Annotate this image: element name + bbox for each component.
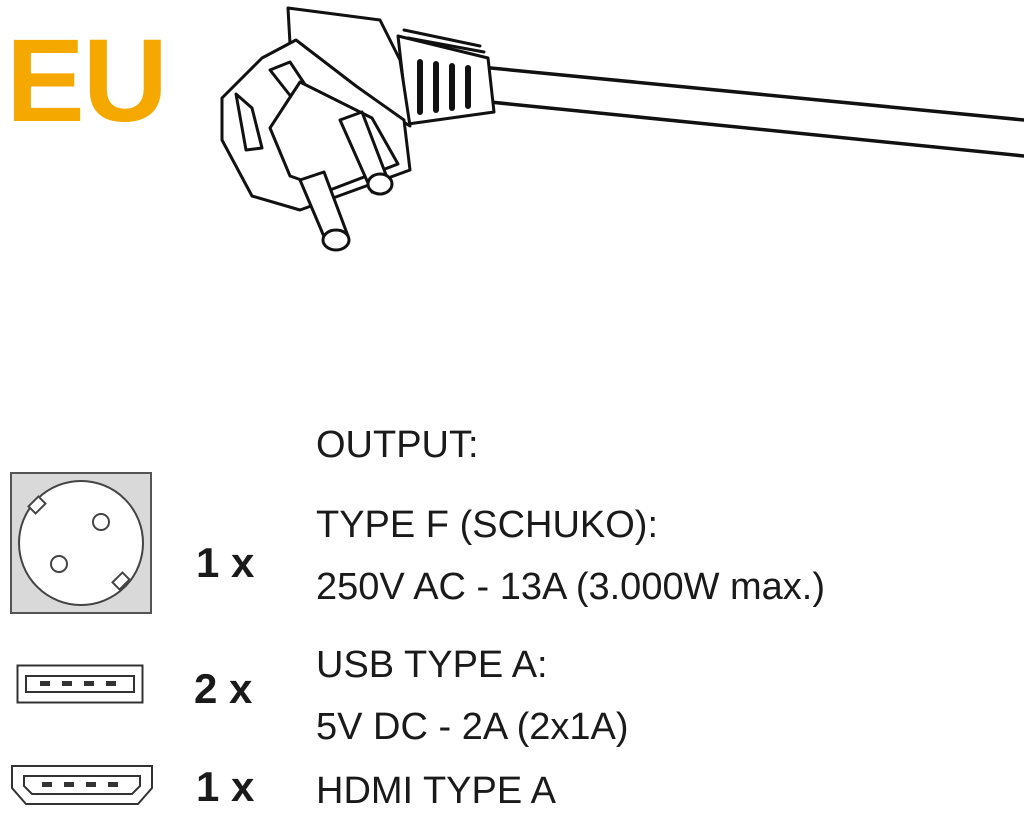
- schuko-socket-icon: [10, 472, 152, 614]
- output-heading: OUTPUT:: [316, 424, 479, 466]
- usb-rating: 5V DC - 2A (2x1A): [316, 706, 629, 748]
- hdmi-spec: HDMI TYPE A: [316, 760, 556, 822]
- region-label: EU: [6, 15, 168, 147]
- schuko-rating: 250V AC - 13A (3.000W max.): [316, 566, 826, 608]
- hdmi-name: HDMI TYPE A: [316, 770, 557, 812]
- schuko-spec: TYPE F (SCHUKO): 250V AC - 13A (3.000W m…: [316, 494, 825, 618]
- usb-quantity: 2 x: [194, 665, 253, 712]
- schuko-name: TYPE F (SCHUKO):: [316, 504, 659, 546]
- usb-name: USB TYPE A:: [316, 644, 548, 686]
- schuko-quantity: 1 x: [196, 539, 255, 586]
- hdmi-a-port-icon: [11, 765, 153, 805]
- usb-a-port-icon: [16, 664, 144, 704]
- schuko-angled-plug-icon: [220, 6, 1024, 252]
- usb-spec: USB TYPE A: 5V DC - 2A (2x1A): [316, 634, 629, 758]
- hdmi-quantity: 1 x: [196, 763, 255, 810]
